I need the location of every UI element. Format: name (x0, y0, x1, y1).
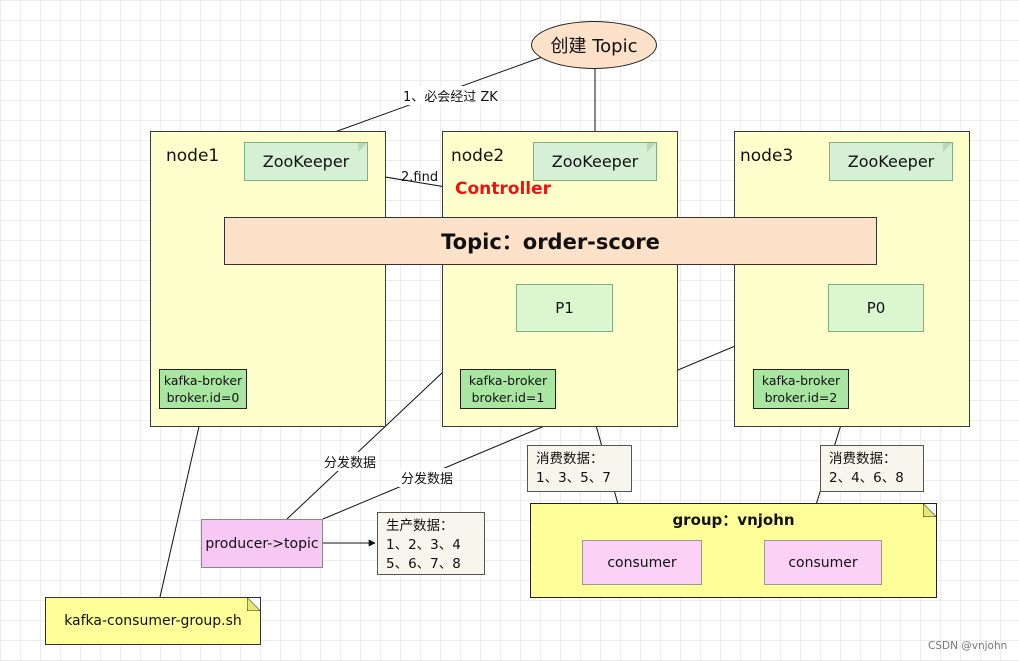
watermark: CSDN @vnjohn (928, 640, 1008, 652)
node1-zookeeper[interactable]: ZooKeeper (244, 142, 368, 181)
edge-label-find: 2.find (401, 170, 439, 185)
node3-zookeeper-label: ZooKeeper (847, 152, 935, 171)
partition-p0[interactable]: P0 (828, 284, 924, 332)
topic-label: Topic：order-score (441, 230, 660, 254)
edge-label-zk-access: 1、必会经过 ZK (401, 86, 500, 105)
partition-p1[interactable]: P1 (516, 284, 613, 332)
node2-broker-id: broker.id=1 (471, 390, 545, 405)
consumer-group-title: group：vnjohn (672, 511, 795, 529)
consumer-box-2[interactable]: consumer (764, 540, 882, 585)
fold-corner-icon (923, 504, 936, 517)
node1-zookeeper-label: ZooKeeper (262, 152, 350, 171)
node2-broker[interactable]: kafka-broker broker.id=1 (460, 369, 556, 409)
node1-broker-id: broker.id=0 (166, 390, 240, 405)
consume-note-p1: 消费数据： 1、3、5、7 (527, 445, 632, 492)
script-label: kafka-consumer-group.sh (64, 613, 242, 629)
topic-bar[interactable]: Topic：order-score (224, 217, 877, 265)
create-topic-ellipse[interactable]: 创建 Topic (531, 21, 657, 69)
consumer-label-2: consumer (788, 554, 858, 571)
produce-note: 生产数据： 1、2、3、4 5、6、7、8 (377, 512, 485, 575)
producer-label: producer->topic (205, 535, 319, 552)
consumer-group-script-note[interactable]: kafka-consumer-group.sh (45, 597, 261, 645)
node3-broker-name: kafka-broker (761, 373, 841, 388)
edge-label-dispatch-2: 分发数据 (399, 468, 456, 487)
edge-script-to-broker0 (159, 408, 206, 598)
edge-label-dispatch-1: 分发数据 (322, 452, 379, 471)
node1-label: node1 (166, 146, 220, 166)
create-topic-label: 创建 Topic (550, 36, 638, 57)
node3-broker-id: broker.id=2 (764, 390, 838, 405)
node2-zookeeper-label: ZooKeeper (551, 152, 639, 171)
node1-broker[interactable]: kafka-broker broker.id=0 (159, 369, 247, 409)
partition-p0-label: P0 (866, 299, 886, 317)
node3-broker[interactable]: kafka-broker broker.id=2 (753, 369, 849, 409)
consumer-label-1: consumer (607, 554, 677, 571)
node2-zookeeper[interactable]: ZooKeeper (533, 142, 657, 181)
consumer-box-1[interactable]: consumer (582, 540, 702, 585)
node2-label: node2 (451, 146, 505, 166)
producer-box[interactable]: producer->topic (201, 519, 323, 568)
consume-note-p0: 消费数据： 2、4、6、8 (820, 445, 924, 492)
partition-p1-label: P1 (555, 299, 574, 317)
node2-broker-name: kafka-broker (468, 373, 548, 388)
node3-zookeeper[interactable]: ZooKeeper (829, 142, 953, 181)
node3-label: node3 (740, 146, 794, 166)
fold-corner-icon (247, 598, 260, 611)
node1-broker-name: kafka-broker (163, 373, 243, 388)
controller-label: Controller (455, 179, 552, 199)
